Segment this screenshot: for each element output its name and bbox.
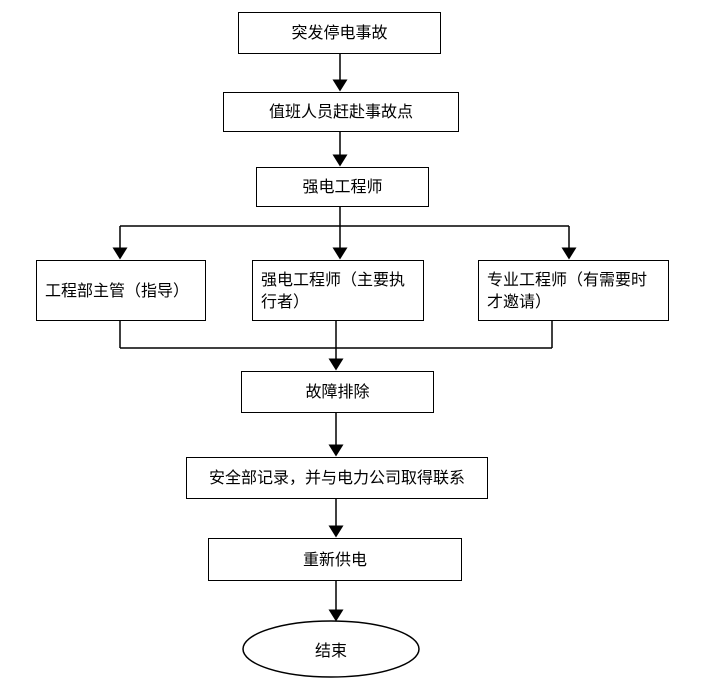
node-electrical-engineer-executor: 强电工程师（主要执行者） — [252, 260, 424, 321]
node-power-restored: 重新供电 — [208, 538, 462, 581]
node-engineering-supervisor: 工程部主管（指导） — [36, 260, 206, 321]
end-ellipse — [242, 620, 420, 678]
node-specialist-engineer: 专业工程师（有需要时才邀请） — [478, 260, 669, 321]
node-duty-staff: 值班人员赶赴事故点 — [223, 92, 459, 132]
node-end-label: 结束 — [314, 641, 347, 660]
node-security-record: 安全部记录，并与电力公司取得联系 — [186, 457, 488, 499]
node-electrical-engineer: 强电工程师 — [256, 167, 429, 207]
node-power-outage: 突发停电事故 — [238, 12, 441, 54]
node-fault-clearing: 故障排除 — [241, 371, 434, 413]
